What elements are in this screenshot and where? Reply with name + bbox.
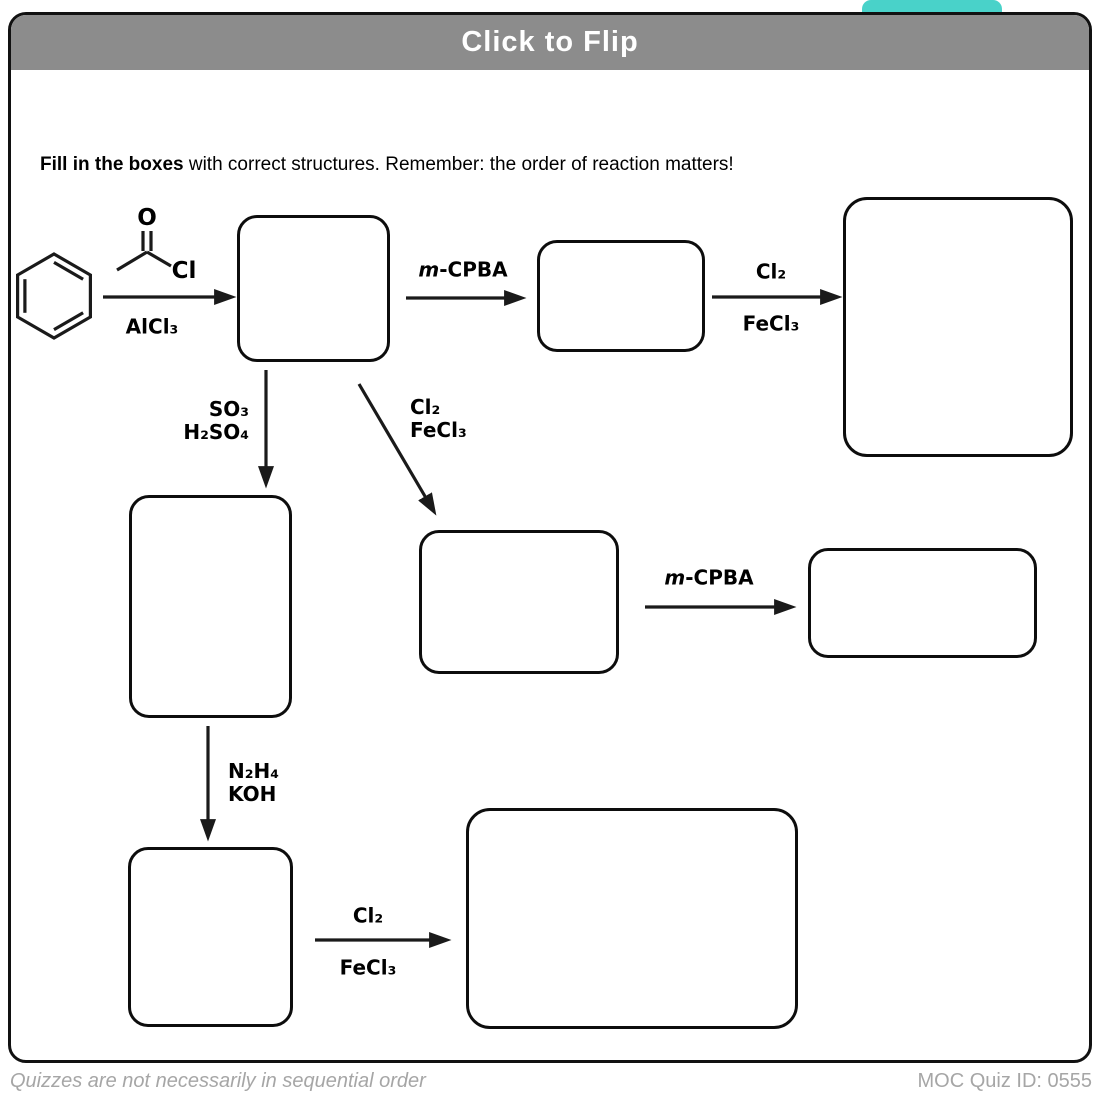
- reagent-fecl3-1: FeCl₃: [742, 311, 800, 336]
- reagent-so3: SO₃: [208, 397, 249, 421]
- footer-note: Quizzes are not necessarily in sequentia…: [10, 1070, 426, 1092]
- scheme-line-art: O Cl: [16, 205, 843, 948]
- quiz-card: Click to Flip Fill in the boxes with cor…: [8, 12, 1092, 1063]
- mcpba-rest-2: -CPBA: [685, 565, 754, 590]
- instruction-rest: with correct structures. Remember: the o…: [183, 154, 734, 175]
- card-header: Click to Flip: [11, 15, 1089, 70]
- acetyl-chloride-structure: O Cl: [116, 205, 197, 284]
- answer-box-4[interactable]: [419, 530, 619, 674]
- reagent-fecl3-2: FeCl₃: [410, 418, 467, 442]
- instruction-text: Fill in the boxes with correct structure…: [40, 154, 734, 176]
- answer-box-7[interactable]: [128, 847, 293, 1027]
- arrow-chlorination-diagonal: [357, 383, 437, 516]
- quiz-id: MOC Quiz ID: 0555: [917, 1070, 1092, 1092]
- mcpba-rest: -CPBA: [439, 257, 508, 282]
- chlorine-atom-label: Cl: [172, 258, 197, 284]
- page-title: Click to Flip: [461, 26, 639, 58]
- answer-box-1[interactable]: [237, 215, 390, 362]
- reagent-mcpba-1: m-CPBA: [418, 257, 508, 282]
- reagent-cl2-fecl3-diagonal: Cl₂ FeCl₃: [410, 396, 467, 442]
- instruction-bold: Fill in the boxes: [40, 154, 184, 175]
- reagent-mcpba-2: m-CPBA: [664, 565, 754, 590]
- reagent-cl2-2: Cl₂: [410, 395, 441, 419]
- reagent-fecl3-3: FeCl₃: [339, 955, 397, 980]
- reagent-cl2-1: Cl₂: [755, 259, 787, 284]
- mcpba-m-prefix-2: m: [664, 565, 686, 590]
- answer-box-6[interactable]: [129, 495, 292, 718]
- reaction-scheme: Fill in the boxes with correct structure…: [11, 15, 1089, 1060]
- answer-box-8[interactable]: [466, 808, 798, 1029]
- reagent-so3-h2so4: SO₃ H₂SO₄: [149, 398, 249, 444]
- oxygen-atom-label: O: [137, 205, 157, 231]
- reagent-n2h4: N₂H₄: [228, 759, 279, 783]
- answer-box-3[interactable]: [843, 197, 1073, 457]
- reagent-alcl3: AlCl₃: [125, 314, 179, 339]
- reagent-koh: KOH: [228, 782, 277, 806]
- answer-box-5[interactable]: [808, 548, 1037, 658]
- benzene-structure: [16, 252, 92, 340]
- answer-box-2[interactable]: [537, 240, 705, 352]
- reagent-cl2-3: Cl₂: [352, 903, 384, 928]
- reagent-n2h4-koh: N₂H₄ KOH: [228, 760, 279, 806]
- mcpba-m-prefix: m: [418, 257, 440, 282]
- reagent-h2so4: H₂SO₄: [183, 420, 249, 444]
